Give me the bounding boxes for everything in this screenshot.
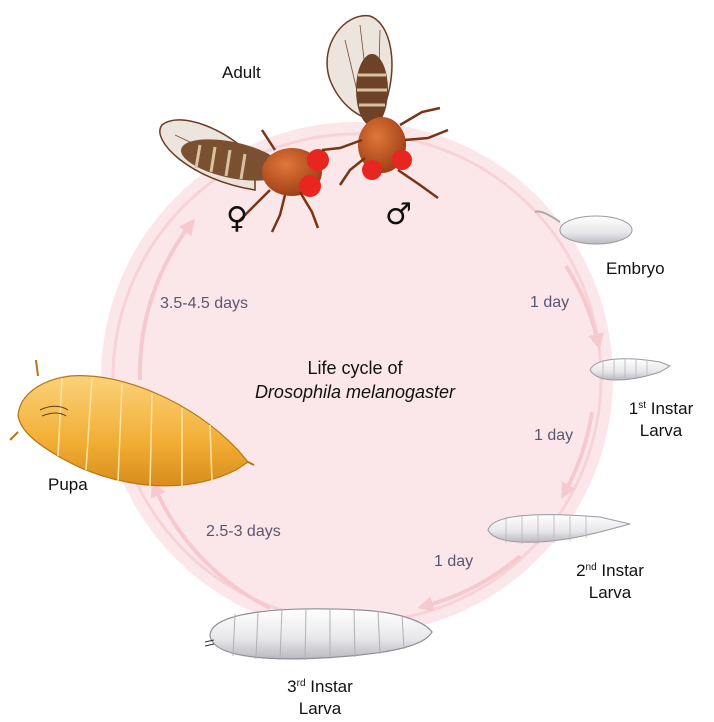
third-instar-number: 3 (287, 677, 296, 696)
first-instar-larva-illustration (590, 359, 670, 380)
third-instar-label: 3rd Instar Larva (270, 676, 370, 720)
duration-second-to-third-instar: 1 day (434, 552, 473, 572)
third-instar-word: Instar (310, 677, 353, 696)
first-instar-suffix: st (638, 400, 646, 411)
adult-label: Adult (222, 62, 261, 84)
male-symbol: ♂ (385, 200, 412, 230)
first-instar-label: 1st Instar Larva (614, 398, 708, 442)
title-line-1: Life cycle of (240, 356, 470, 380)
second-instar-suffix: nd (586, 562, 597, 573)
diagram-title: Life cycle of Drosophila melanogaster (240, 356, 470, 404)
female-symbol: ♀ (226, 204, 248, 234)
duration-pupa-to-adult: 3.5-4.5 days (160, 294, 248, 314)
pupa-label: Pupa (48, 474, 88, 496)
third-instar-larva-word: Larva (299, 699, 342, 718)
second-instar-larva-illustration (488, 515, 630, 544)
second-instar-word: Instar (601, 561, 644, 580)
second-instar-number: 2 (576, 561, 585, 580)
duration-embryo-to-first-instar: 1 day (530, 293, 569, 313)
second-instar-label: 2nd Instar Larva (560, 560, 660, 604)
duration-third-instar-to-pupa: 2.5-3 days (206, 522, 281, 542)
duration-first-to-second-instar: 1 day (534, 426, 573, 446)
first-instar-word: Instar (651, 399, 694, 418)
third-instar-larva-illustration (205, 608, 432, 660)
first-instar-larva-word: Larva (640, 421, 683, 440)
embryo-label: Embryo (606, 258, 665, 280)
third-instar-suffix: rd (297, 678, 306, 689)
second-instar-larva-word: Larva (589, 583, 632, 602)
first-instar-number: 1 (629, 399, 638, 418)
title-species-name: Drosophila melanogaster (240, 380, 470, 404)
